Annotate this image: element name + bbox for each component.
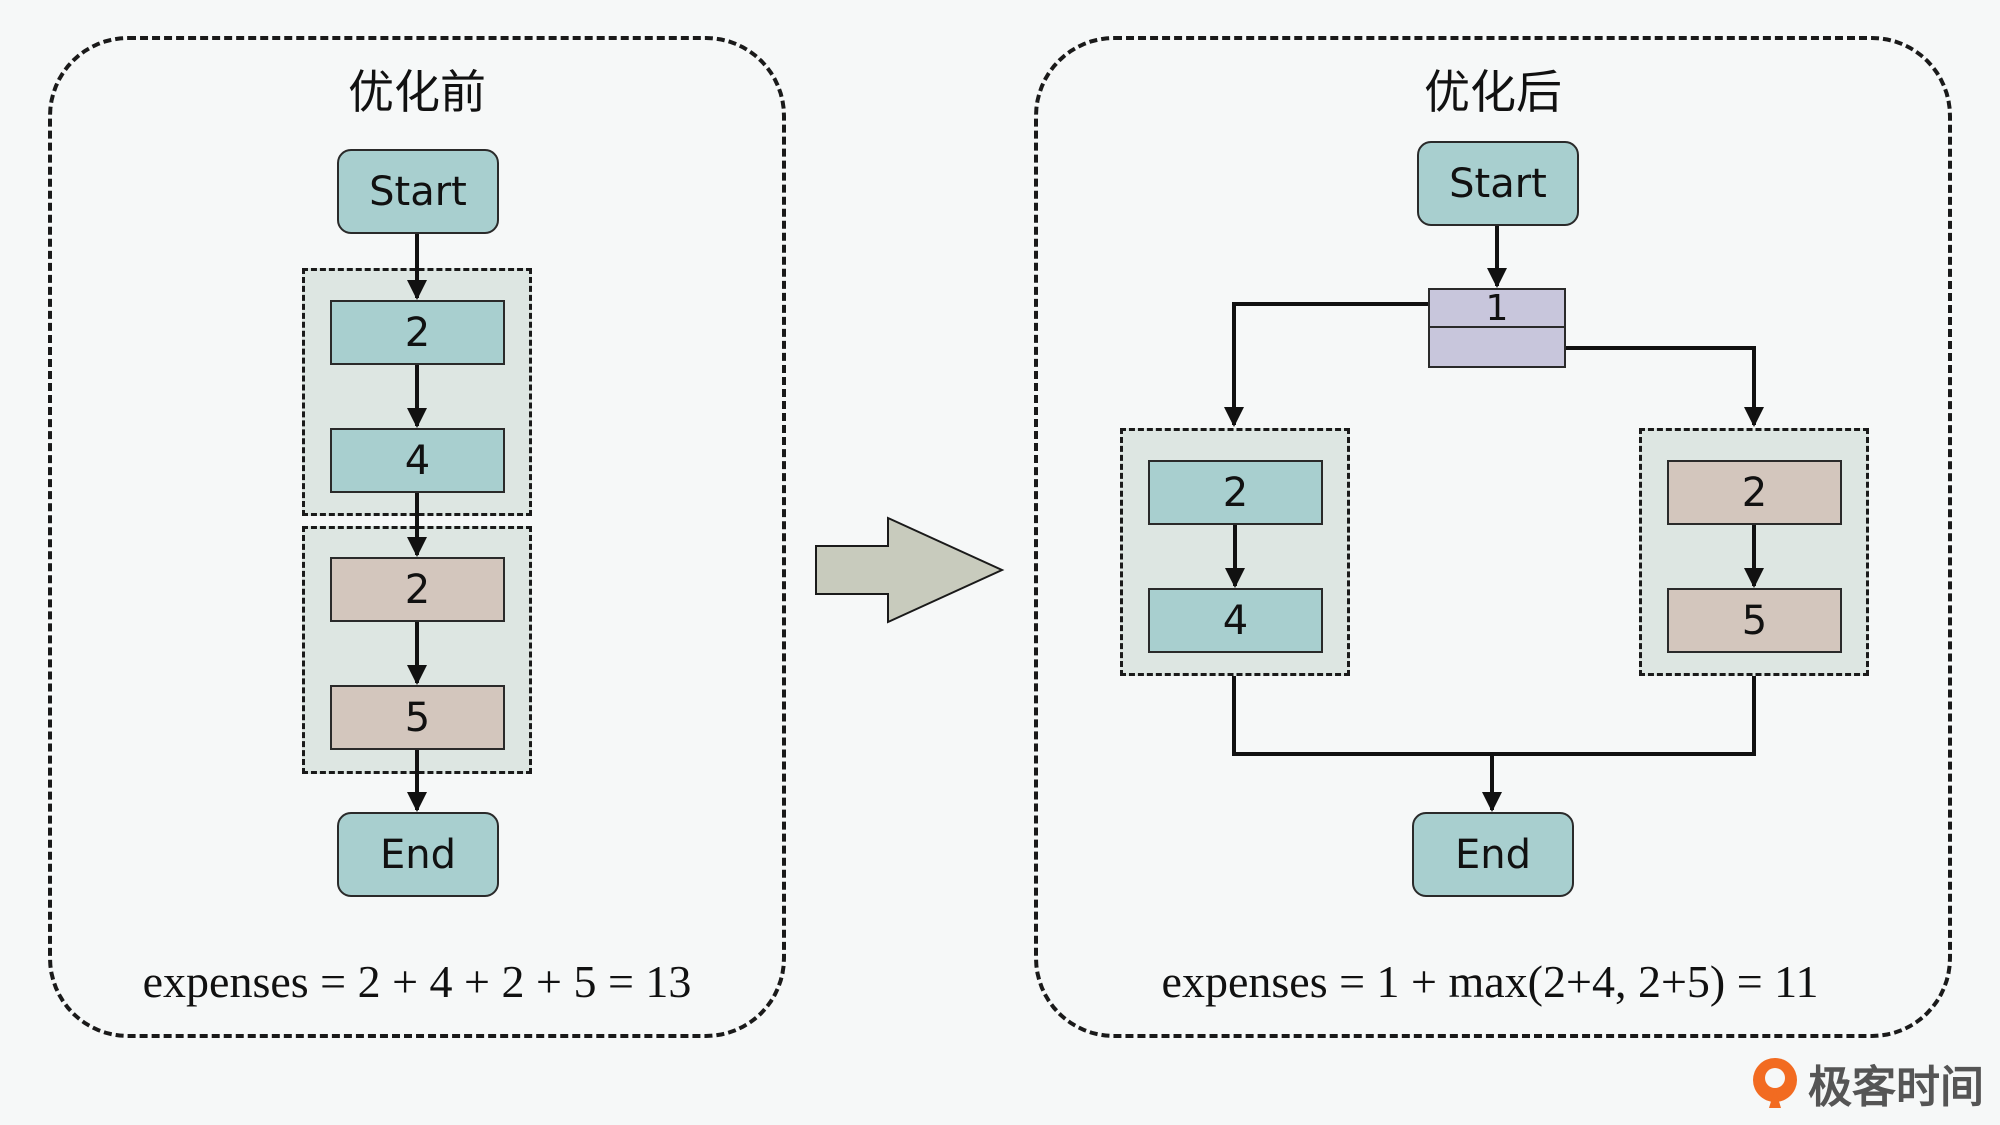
before-step-4: 4 bbox=[330, 428, 505, 493]
transition-arrow bbox=[815, 516, 1005, 624]
before-title: 优化前 bbox=[348, 65, 486, 119]
before-step-2: 2 bbox=[330, 300, 505, 365]
after-split-step-1: 1 bbox=[1428, 288, 1566, 368]
after-end-node: End bbox=[1412, 812, 1574, 897]
after-panel bbox=[1034, 36, 1952, 1038]
before-start-node: Start bbox=[337, 149, 499, 234]
after-formula: expenses = 1 + max(2+4, 2+5) = 11 bbox=[1161, 956, 1819, 1007]
after-right-step-2: 2 bbox=[1667, 460, 1842, 525]
after-left-step-4: 4 bbox=[1148, 588, 1323, 653]
after-right-step-5: 5 bbox=[1667, 588, 1842, 653]
before-panel bbox=[48, 36, 786, 1038]
after-left-step-2: 2 bbox=[1148, 460, 1323, 525]
before-end-node: End bbox=[337, 812, 499, 897]
after-title: 优化后 bbox=[1424, 65, 1562, 119]
after-split-step-label: 1 bbox=[1430, 288, 1564, 329]
brand-logo-text: 极客时间 bbox=[1808, 1062, 1984, 1113]
before-step-2b: 2 bbox=[330, 557, 505, 622]
after-start-node: Start bbox=[1417, 141, 1579, 226]
brand-logo-icon bbox=[1753, 1058, 1797, 1108]
before-step-5: 5 bbox=[330, 685, 505, 750]
brand-logo: 极客时间 bbox=[1748, 1051, 1984, 1115]
before-formula: expenses = 2 + 4 + 2 + 5 = 13 bbox=[142, 956, 692, 1007]
